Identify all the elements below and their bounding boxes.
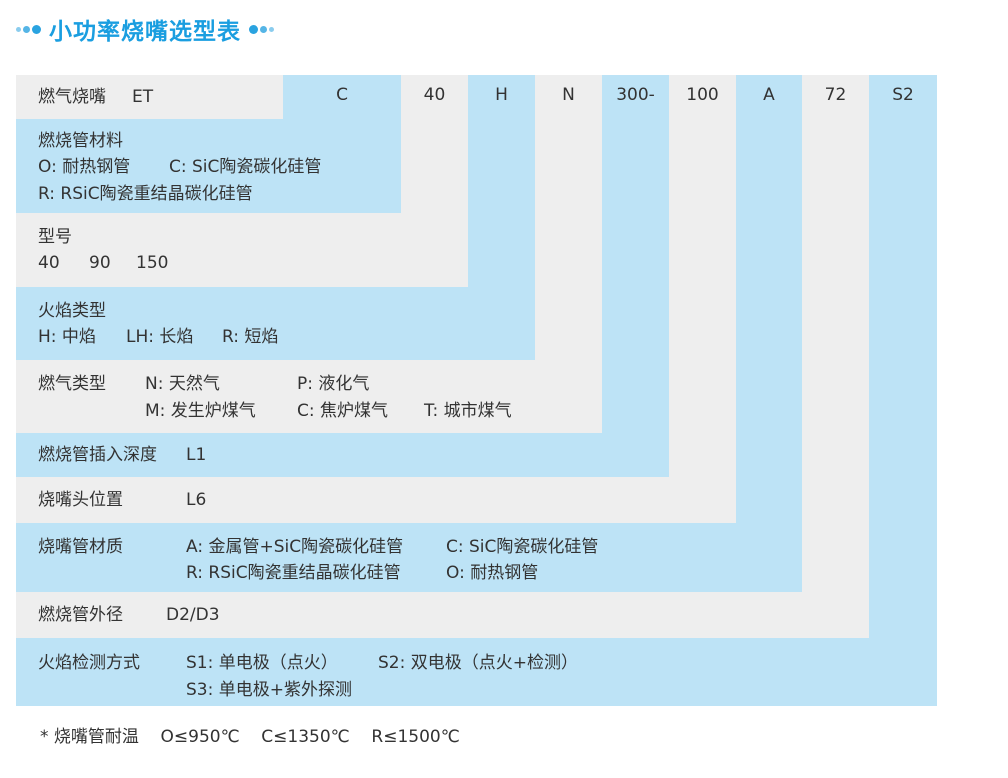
nozzle-material-option: O: 耐热钢管 [446,563,539,583]
gas-type-option: P: 液化气 [297,374,370,394]
nozzle-material-option: C: SiC陶瓷碳化硅管 [446,537,599,557]
col-bg-n [535,75,602,360]
row-bg-flame-type [16,287,535,360]
col-bg-s2 [869,75,937,638]
gas-type-option: M: 发生炉煤气 [145,401,256,421]
code-a: A [763,85,775,105]
row-bg-nozzle-position [16,477,736,523]
temperature-footnote: * 烧嘴管耐温 O≤950℃ C≤1350℃ R≤1500℃ [40,727,460,747]
code-72: 72 [824,85,847,105]
title-bar: 小功率烧嘴选型表 [16,12,274,46]
nozzle-material-option: R: RSiC陶瓷重结晶碳化硅管 [186,563,401,583]
tube-material-option: O: 耐热钢管 [38,157,131,177]
row-bg-header [16,75,283,119]
code-100: 100 [686,85,719,105]
row-bg-gas-type [16,360,602,433]
col-bg-40 [401,75,468,213]
outer-diameter-value: D2/D3 [166,605,220,625]
gas-type-option: N: 天然气 [145,374,220,394]
header-label: 燃气烧嘴 [38,87,106,107]
nozzle-position-value: L6 [186,490,207,510]
col-bg-100 [669,75,736,477]
code-300: 300- [616,85,655,105]
gas-type-option: T: 城市煤气 [424,401,512,421]
decor-dots-right-icon [249,24,274,34]
model-value: 40 [38,253,60,273]
nozzle-material-title: 烧嘴管材质 [38,537,123,557]
decor-dots-left-icon [16,24,41,34]
tube-material-option: R: RSiC陶瓷重结晶碳化硅管 [38,184,253,204]
model-value: 90 [89,253,111,273]
flame-detection-option: S3: 单电极+紫外探测 [186,680,352,700]
code-n: N [562,85,575,105]
flame-detection-option: S2: 双电极（点火+检测） [378,653,578,673]
insert-depth-value: L1 [186,445,207,465]
col-bg-a [736,75,802,523]
model-title: 型号 [38,227,72,247]
row-bg-nozzle-material [16,523,802,592]
row-bg-outer-diameter [16,592,869,638]
code-s2: S2 [892,85,914,105]
insert-depth-title: 燃烧管插入深度 [38,445,157,465]
row-bg-tube-material [16,119,401,213]
nozzle-position-title: 烧嘴头位置 [38,490,123,510]
page-title: 小功率烧嘴选型表 [49,19,241,45]
flame-type-title: 火焰类型 [38,301,106,321]
col-bg-300 [602,75,669,433]
outer-diameter-title: 燃烧管外径 [38,605,123,625]
col-bg-72 [802,75,869,592]
flame-type-option: H: 中焰 [38,327,96,347]
gas-type-option: C: 焦炉煤气 [297,401,389,421]
code-c: C [336,85,348,105]
flame-detection-option: S1: 单电极（点火） [186,653,338,673]
row-bg-insert-depth [16,433,669,477]
code-h: H [495,85,508,105]
nozzle-material-option: A: 金属管+SiC陶瓷碳化硅管 [186,537,404,557]
row-bg-flame-detection [16,638,937,706]
code-40: 40 [423,85,446,105]
tube-material-title: 燃烧管材料 [38,131,123,151]
row-bg-model [16,213,468,287]
gas-type-title: 燃气类型 [38,374,106,394]
flame-type-option: LH: 长焰 [126,327,194,347]
flame-type-option: R: 短焰 [222,327,279,347]
col-bg-c [283,75,401,119]
model-value: 150 [136,253,169,273]
header-prefix: ET [132,87,154,107]
col-bg-h [468,75,535,287]
flame-detection-title: 火焰检测方式 [38,653,140,673]
tube-material-option: C: SiC陶瓷碳化硅管 [169,157,322,177]
